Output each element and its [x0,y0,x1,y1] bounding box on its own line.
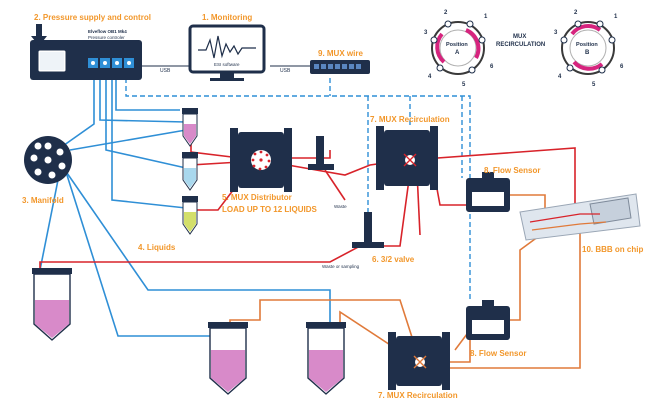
flow-sensor-top-label: 8. Flow Sensor [484,166,540,175]
pos-b-port-1: 1 [614,14,618,20]
liquid-tube-pink [182,108,198,147]
esi-software-text: ESI software [214,62,240,67]
air-inlet-arrow-icon [31,24,47,46]
pos-a-port-6: 6 [490,64,494,70]
reservoir-left [32,268,72,341]
position-a-letter: A [455,50,460,56]
reservoir-middle [208,322,248,395]
reservoir-right [306,322,346,395]
pos-a-port-3: 3 [424,30,428,36]
mux-wire-label: 9. MUX wire [318,49,363,58]
liquids-label: 4. Liquids [138,243,176,252]
flow-sensor-top [466,172,510,212]
pressure-controller: Elveflow OB1 Mk4 Pressure controler [30,24,142,80]
waste-sampling-label: Waste or sampling [322,264,360,269]
device-subtitle: Pressure controler [88,35,125,40]
waste-label: Waste [334,204,347,209]
distributor-label: 5. MUX Distributor [222,193,292,202]
mux-wire-hub [310,60,370,74]
three-two-valve [352,212,384,248]
recirculation-top-label: 7. MUX Recirculation [370,115,450,124]
position-b-diagram: Position B 1 2 3 4 5 6 [554,10,624,88]
position-a-diagram: Position A 1 2 3 4 5 6 [424,10,494,88]
mux-recirc-line2: RECIRCULATION [496,42,545,48]
pos-a-port-1: 1 [484,14,488,20]
pos-a-port-2: 2 [444,10,448,16]
position-b-letter: B [585,50,590,56]
pos-b-port-6: 6 [620,64,624,70]
pos-b-port-3: 3 [554,30,558,36]
manifold-label: 3. Manifold [22,196,64,205]
liquid-tube-green [182,196,198,235]
usb-label-right: USB [280,68,291,74]
mux-recirculation-bottom [388,332,450,390]
waste-valve [308,136,334,170]
distributor-sublabel: LOAD UP TO 12 LIQUIDS [222,205,317,214]
position-a-title: Position [446,42,468,48]
position-b-title: Position [576,42,598,48]
pressure-label: 2. Pressure supply and control [34,13,151,22]
flow-sensor-bottom [466,300,510,340]
pos-a-port-4: 4 [428,74,432,80]
controller-ports [88,58,134,68]
pos-b-port-4: 4 [558,74,562,80]
mux-recirculation-top [376,126,438,190]
recirculation-bottom-label: 7. MUX Recirculation [378,391,458,400]
monitoring-label: 1. Monitoring [202,13,252,22]
liquid-tube-blue [182,152,198,191]
bbb-chip [519,193,641,241]
pos-b-port-5: 5 [592,82,596,88]
pressure-lines [39,78,331,337]
valve-label: 6. 3/2 valve [372,255,415,264]
manifold [24,136,72,184]
device-name: Elveflow OB1 Mk4 [88,29,127,34]
flow-sensor-bottom-label: 8. Flow Sensor [470,349,526,358]
usb-label-left: USB [160,68,171,74]
monitor: ESI software [188,24,266,81]
mux-distributor [230,128,292,192]
pos-b-port-2: 2 [574,10,578,16]
mux-recirc-line1: MUX [513,34,526,40]
pos-a-port-5: 5 [462,82,466,88]
bbb-label: 10. BBB on chip [582,245,643,254]
